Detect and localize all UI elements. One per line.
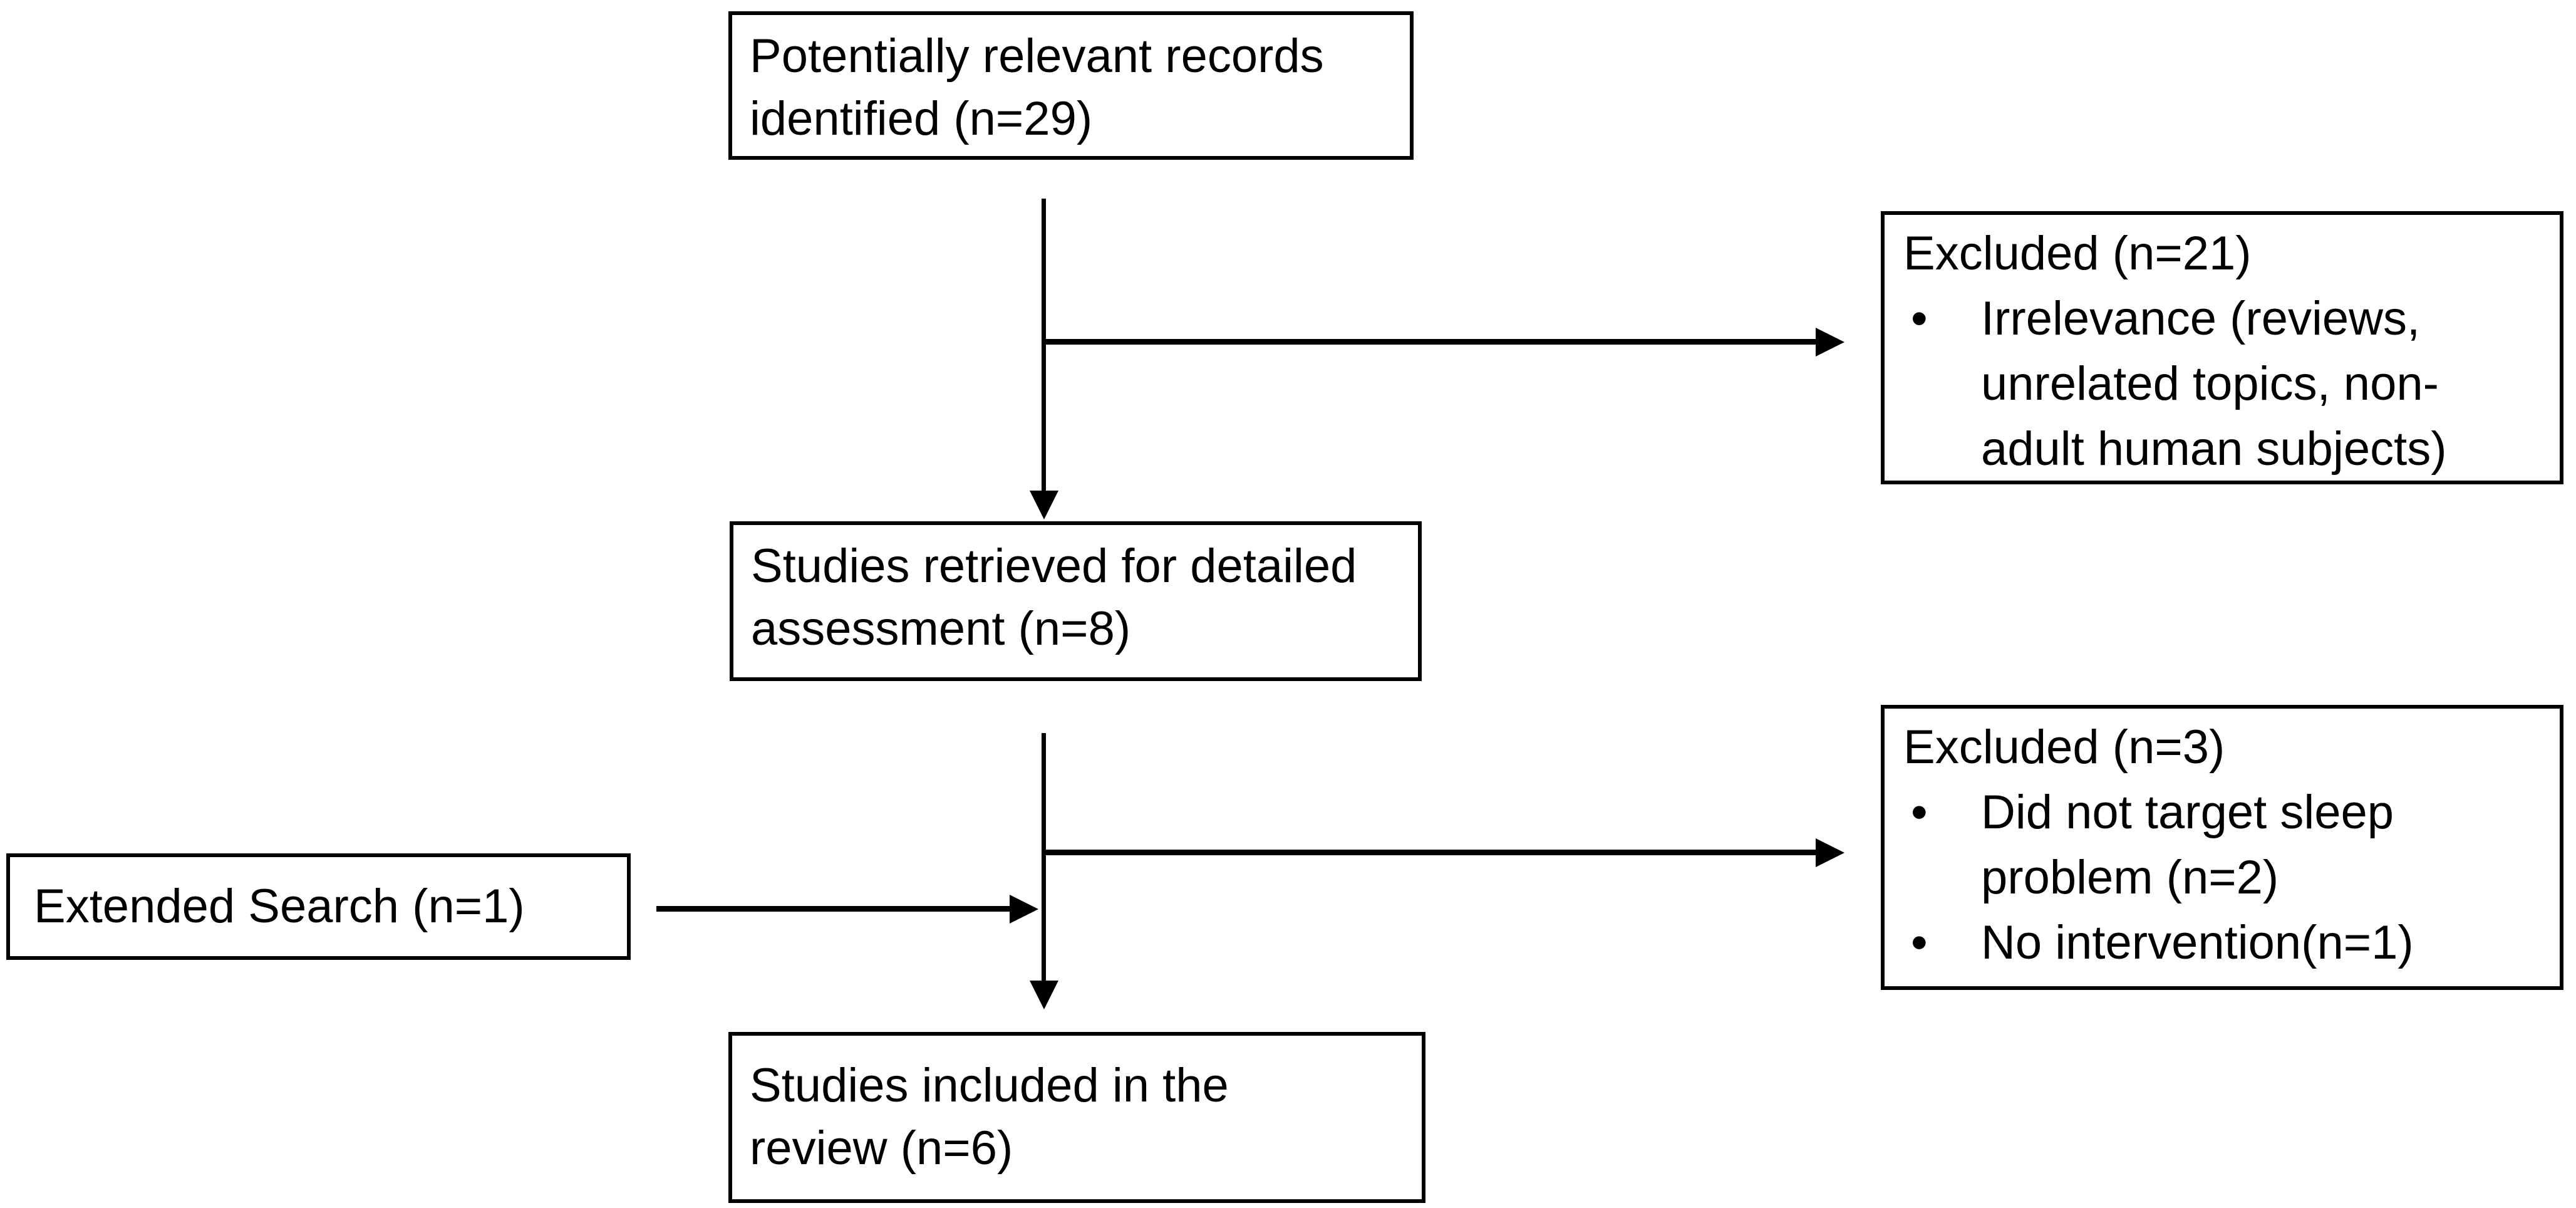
excluded-assessment-bullet-2: • No intervention(n=1) <box>1903 910 2541 976</box>
bullet-icon: • <box>1911 786 1928 839</box>
arrow-identified-to-retrieved-shaft <box>1042 199 1046 491</box>
extended-search-box: Extended Search (n=1) <box>6 853 631 960</box>
arrow-to-excluded-assessment-shaft <box>1043 850 1816 855</box>
excluded-screening-box: Excluded (n=21) • Irrelevance (reviews, … <box>1881 211 2563 484</box>
bullet-icon: • <box>1911 916 1928 969</box>
excluded-screening-bullet-1: • Irrelevance (reviews, unrelated topics… <box>1903 286 2541 482</box>
excluded-assessment-title: Excluded (n=3) <box>1903 721 2225 774</box>
excluded-assessment-bullet-1-text: Did not target sleep problem (n=2) <box>1981 786 2394 904</box>
arrow-to-excluded-assessment-head <box>1816 838 1844 867</box>
arrow-extended-search-shaft <box>656 906 1010 912</box>
included-studies-line2: review (n=6) <box>750 1122 1013 1175</box>
bullet-icon: • <box>1911 292 1928 345</box>
excluded-screening-title: Excluded (n=21) <box>1903 227 2252 280</box>
excluded-assessment-box: Excluded (n=3) • Did not target sleep pr… <box>1881 705 2563 990</box>
included-studies-line1: Studies included in the <box>750 1059 1229 1112</box>
included-studies-box: Studies included in the review (n=6) <box>728 1032 1425 1203</box>
arrow-to-excluded-screening-head <box>1816 328 1844 357</box>
identified-records-line2: identified (n=29) <box>750 92 1093 145</box>
excluded-assessment-bullet-1: • Did not target sleep problem (n=2) <box>1903 780 2541 910</box>
excluded-screening-bullet-1-text: Irrelevance (reviews, unrelated topics, … <box>1981 292 2447 476</box>
arrow-identified-to-retrieved-head <box>1030 491 1058 519</box>
arrow-retrieved-to-included-head <box>1030 981 1058 1009</box>
retrieved-studies-box: Studies retrieved for detailed assessmen… <box>730 521 1422 681</box>
identified-records-box: Potentially relevant records identified … <box>728 11 1414 160</box>
arrow-retrieved-to-included-shaft <box>1042 733 1046 981</box>
arrow-to-excluded-screening-shaft <box>1043 339 1816 345</box>
extended-search-label: Extended Search (n=1) <box>34 880 525 933</box>
retrieved-studies-line2: assessment (n=8) <box>751 602 1131 655</box>
arrow-extended-search-head <box>1010 895 1038 924</box>
identified-records-line1: Potentially relevant records <box>750 29 1324 83</box>
retrieved-studies-line1: Studies retrieved for detailed <box>751 539 1357 593</box>
excluded-assessment-bullet-2-text: No intervention(n=1) <box>1981 916 2414 969</box>
